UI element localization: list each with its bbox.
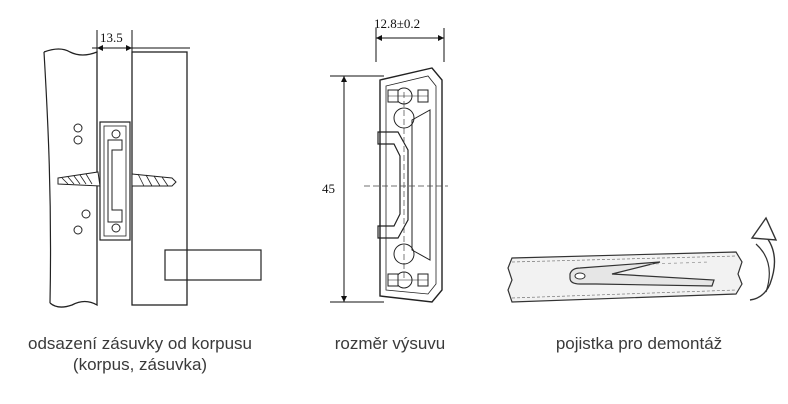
offset-caption-line1: odsazení zásuvky od korpusu: [28, 334, 252, 353]
offset-dimension-label: 13.5: [100, 30, 123, 45]
offset-caption: odsazení zásuvky od korpusu (korpus, zás…: [0, 333, 280, 375]
size-drawing: 12.8±0.2 45: [322, 16, 448, 303]
lock-caption-line1: pojistka pro demontáž: [555, 334, 723, 353]
width-dimension-label: 12.8±0.2: [374, 16, 420, 31]
offset-caption-line2: (korpus, zásuvka): [72, 355, 208, 374]
size-diagram: 12.8±0.2 45: [300, 0, 480, 320]
size-caption-line1: rozměr výsuvu: [334, 334, 446, 353]
offset-drawing: 13.5: [43, 30, 262, 308]
lock-diagram: [500, 0, 788, 320]
lock-caption: pojistka pro demontáž: [500, 333, 778, 354]
size-caption: rozměr výsuvu: [300, 333, 480, 354]
height-dimension-label: 45: [322, 181, 335, 196]
lock-drawing: [507, 216, 778, 303]
offset-diagram: 13.5: [0, 0, 280, 320]
